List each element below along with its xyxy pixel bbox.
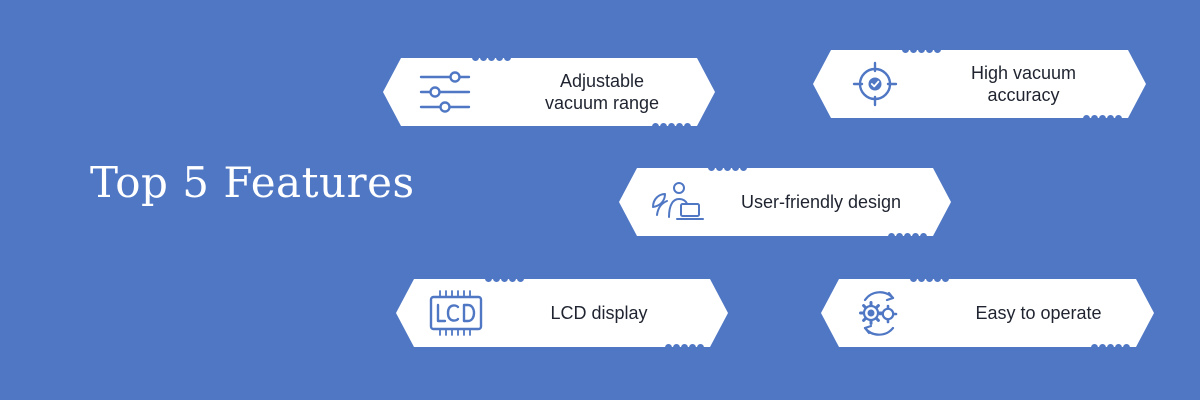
- feature-label: LCD display: [550, 303, 648, 323]
- dot-strip-bottom: [888, 233, 927, 240]
- sliders-icon: [417, 67, 473, 117]
- dot-strip-bottom: [665, 344, 704, 351]
- feature-card-lcd-display: LCD display: [396, 275, 728, 351]
- user-laptop-icon: [649, 177, 705, 227]
- dot-strip-bottom: [1091, 344, 1130, 351]
- dot-strip-bottom: [1083, 115, 1122, 122]
- dot-strip-top: [902, 46, 941, 53]
- gears-cycle-icon: [851, 288, 907, 338]
- feature-label: User-friendly design: [740, 192, 902, 212]
- feature-card-high-vacuum-accuracy: High vacuum accuracy: [813, 46, 1146, 122]
- card-plate: [821, 279, 1154, 347]
- feature-card-easy-to-operate: Easy to operate: [821, 275, 1154, 351]
- feature-label: High vacuum accuracy: [970, 63, 1077, 105]
- lcd-display-icon: [428, 288, 484, 338]
- feature-label: Adjustable vacuum range: [544, 71, 660, 113]
- dot-strip-top: [472, 54, 511, 61]
- dot-strip-top: [485, 275, 524, 282]
- feature-card-adjustable-vacuum-range: Adjustable vacuum range: [383, 54, 715, 130]
- target-check-icon: [847, 59, 903, 109]
- card-plate: [396, 279, 728, 347]
- feature-label: Easy to operate: [975, 303, 1102, 323]
- page-title: Top 5 Features: [90, 158, 415, 207]
- feature-card-user-friendly-design: User-friendly design: [619, 164, 951, 240]
- dot-strip-bottom: [652, 123, 691, 130]
- dot-strip-top: [708, 164, 747, 171]
- card-plate: [619, 168, 951, 236]
- dot-strip-top: [910, 275, 949, 282]
